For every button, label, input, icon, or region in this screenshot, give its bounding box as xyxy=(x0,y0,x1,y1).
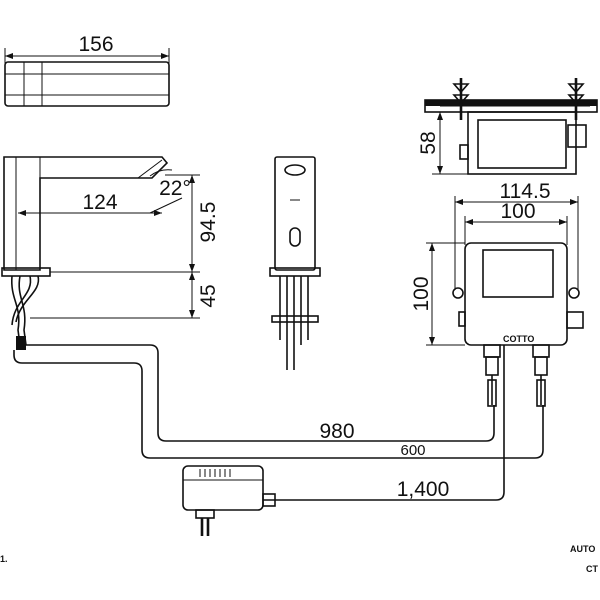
screw-icon xyxy=(567,78,585,120)
dimension-angle-22: 22° xyxy=(149,169,191,200)
dimension-94-5: 94.5 xyxy=(50,174,220,273)
spout-top-view xyxy=(4,61,170,107)
dimension-114-5-label: 114.5 xyxy=(500,180,551,203)
dimension-100-width: 100 xyxy=(464,200,568,245)
vent-slots xyxy=(199,469,231,477)
dimension-156: 156 xyxy=(4,33,170,64)
dimension-58: 58 xyxy=(417,111,468,175)
faucet-front-view xyxy=(269,156,321,370)
dimension-1400-label: 1,400 xyxy=(397,478,450,501)
dimension-angle-label: 22° xyxy=(159,177,191,200)
faucet-side-view xyxy=(1,156,169,350)
note-left: 1. xyxy=(0,554,8,564)
dimension-124: 124 xyxy=(18,191,183,216)
power-adapter xyxy=(182,465,276,536)
dimension-600-label: 600 xyxy=(400,442,425,459)
water-hose-600: 600 xyxy=(13,350,544,459)
control-box-side-view xyxy=(424,78,598,175)
dimension-100-height: 100 xyxy=(410,242,465,346)
dimension-124-label: 124 xyxy=(82,191,117,214)
sensor-cable-980: 980 xyxy=(24,344,495,443)
screw-icon xyxy=(452,78,470,120)
brand-logo: COTTO xyxy=(503,334,534,344)
dimension-100-height-label: 100 xyxy=(410,276,433,311)
dimension-980-label: 980 xyxy=(319,420,354,443)
note-right-top: AUTO xyxy=(570,544,595,554)
dimension-58-label: 58 xyxy=(417,131,440,154)
dimension-94-5-label: 94.5 xyxy=(197,202,220,243)
dimension-114-5: 114.5 xyxy=(454,180,579,290)
dimension-100-width-label: 100 xyxy=(500,200,535,223)
dimension-45: 45 xyxy=(30,272,220,319)
dimension-45-label: 45 xyxy=(197,284,220,307)
power-cable-1400: 1,400 xyxy=(263,345,505,501)
control-box-front-view: COTTO xyxy=(452,242,584,407)
dimension-156-label: 156 xyxy=(78,33,113,56)
note-right-bottom: CT xyxy=(586,564,598,574)
